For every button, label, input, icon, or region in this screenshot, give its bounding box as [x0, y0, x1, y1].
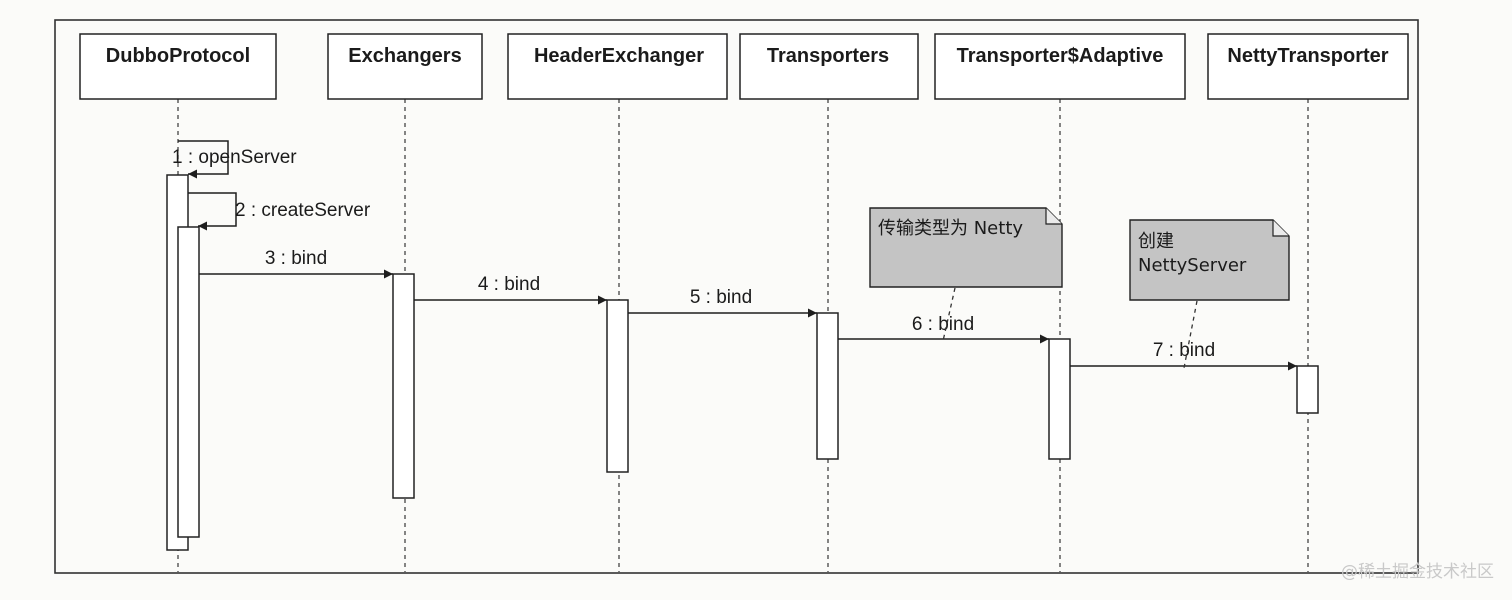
message-2: 2 : createServer [188, 192, 371, 231]
note-2: 创建 NettyServer [1129, 219, 1290, 369]
participant-exchangers: Exchangers [327, 33, 483, 100]
note-text: 传输类型为 Netty [878, 218, 1023, 239]
message-label: 3 : bind [265, 248, 327, 269]
message-label: 6 : bind [912, 314, 974, 335]
activation-bar-header [606, 299, 629, 473]
message-3: 3 : bind [199, 248, 393, 279]
participant-box [1207, 33, 1409, 100]
message-7: 7 : bind [1070, 340, 1297, 371]
participant-netty: NettyTransporter [1207, 33, 1409, 100]
message-label: 2 : createServer [235, 200, 371, 221]
participant-dubbo: DubboProtocol [79, 33, 277, 100]
activation-bar-adaptive [1048, 338, 1071, 460]
note-connector [942, 287, 956, 342]
activation-bar-exchangers [392, 273, 415, 499]
participant-box [739, 33, 919, 100]
participant-adaptive: Transporter$Adaptive [934, 33, 1186, 100]
message-4: 4 : bind [414, 274, 607, 305]
message-5: 5 : bind [628, 287, 817, 318]
watermark: @稀土掘金技术社区 [1341, 562, 1494, 582]
participant-transporters: Transporters [739, 33, 919, 100]
message-label: 1 : openServer [172, 147, 297, 168]
participant-box [79, 33, 277, 100]
participant-box [327, 33, 483, 100]
note-text: 创建 [1138, 231, 1174, 252]
participant-label: HeaderExchanger [534, 45, 704, 67]
activation-bar-transporters [816, 312, 839, 460]
note-text: NettyServer [1138, 255, 1247, 276]
participant-label: Transporter$Adaptive [957, 45, 1164, 67]
participant-box [507, 33, 728, 100]
participant-label: DubboProtocol [106, 45, 250, 67]
self-call-arrow [188, 192, 237, 231]
note-box [1129, 219, 1290, 301]
self-call-arrow [178, 140, 229, 179]
note-fold [1045, 208, 1062, 225]
activation-bar-netty [1296, 365, 1319, 414]
diagram-frame [54, 19, 1419, 574]
message-label: 7 : bind [1153, 340, 1215, 361]
participant-label: NettyTransporter [1227, 45, 1388, 67]
message-6: 6 : bind [838, 314, 1049, 344]
note-connector [1183, 300, 1198, 369]
note-fold [1272, 220, 1289, 237]
message-label: 5 : bind [690, 287, 752, 308]
activation-bar-dubbo [177, 226, 200, 538]
participant-label: Transporters [767, 45, 889, 67]
note-box [869, 207, 1063, 288]
participant-label: Exchangers [348, 45, 461, 67]
participant-header: HeaderExchanger [507, 33, 728, 100]
message-1: 1 : openServer [172, 140, 297, 179]
message-label: 4 : bind [478, 274, 540, 295]
note-1: 传输类型为 Netty [869, 207, 1063, 342]
participant-box [934, 33, 1186, 100]
